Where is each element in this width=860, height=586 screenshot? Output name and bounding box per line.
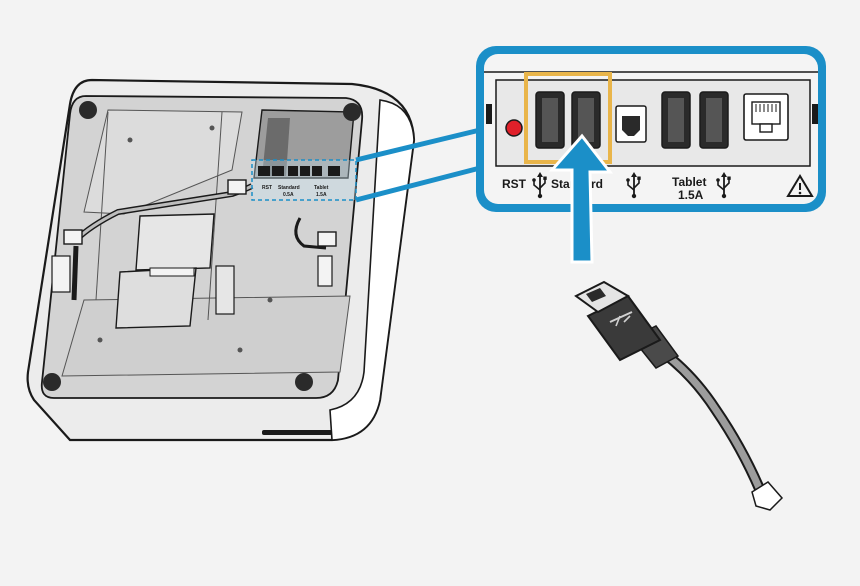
cable-channel <box>95 111 109 301</box>
device-port-highlight <box>251 159 357 201</box>
reset-button <box>505 119 523 137</box>
screw <box>209 125 215 131</box>
cable-clip <box>317 231 337 247</box>
internal-cable <box>71 245 79 301</box>
tablet-current-label: 1.5A <box>678 188 704 202</box>
usb-plug-icon <box>574 280 784 511</box>
device-underside <box>26 78 416 442</box>
usb-cable <box>650 342 764 494</box>
tablet-label: Tablet <box>672 175 706 189</box>
internal-cable <box>294 217 327 250</box>
rubber-foot <box>79 101 97 119</box>
rubber-foot <box>343 103 361 121</box>
cable-compartment <box>262 118 290 176</box>
label-slot <box>215 265 235 315</box>
screw <box>267 297 273 303</box>
rst-label: RST <box>502 177 527 191</box>
label-slot <box>317 255 333 287</box>
callout-leader <box>355 165 481 203</box>
cover-plate <box>115 267 197 329</box>
screw <box>97 337 103 343</box>
base-recess <box>83 109 243 215</box>
front-slot <box>262 430 332 435</box>
cable-clip <box>227 179 247 195</box>
base-recess <box>61 295 351 377</box>
device-tablet-current: 1.5A <box>316 192 327 198</box>
callout-leader <box>355 127 481 163</box>
usb-cable-end <box>751 481 784 511</box>
device-port-panel: RST Standard 0.5A Tablet 1.5A <box>251 159 357 201</box>
device-rst-label: RST <box>262 185 272 191</box>
label-slot <box>149 267 195 277</box>
screw <box>237 347 243 353</box>
cable-channel <box>207 111 223 321</box>
arrow-icon <box>548 133 614 264</box>
cover-plate <box>135 213 215 271</box>
warning-icon <box>786 174 814 197</box>
device-side <box>329 99 415 441</box>
device-tablet-label: Tablet <box>314 185 329 191</box>
label-slot <box>51 255 71 293</box>
device-standard-current: 0.5A <box>283 192 294 198</box>
device-standard-label: Standard <box>278 185 300 191</box>
port-callout: RST Standard Tablet 1.5A <box>476 46 826 212</box>
screw <box>127 137 133 143</box>
rubber-foot <box>295 373 313 391</box>
cable-clip <box>63 229 83 245</box>
rubber-foot <box>43 373 61 391</box>
usb-cable <box>648 340 766 496</box>
